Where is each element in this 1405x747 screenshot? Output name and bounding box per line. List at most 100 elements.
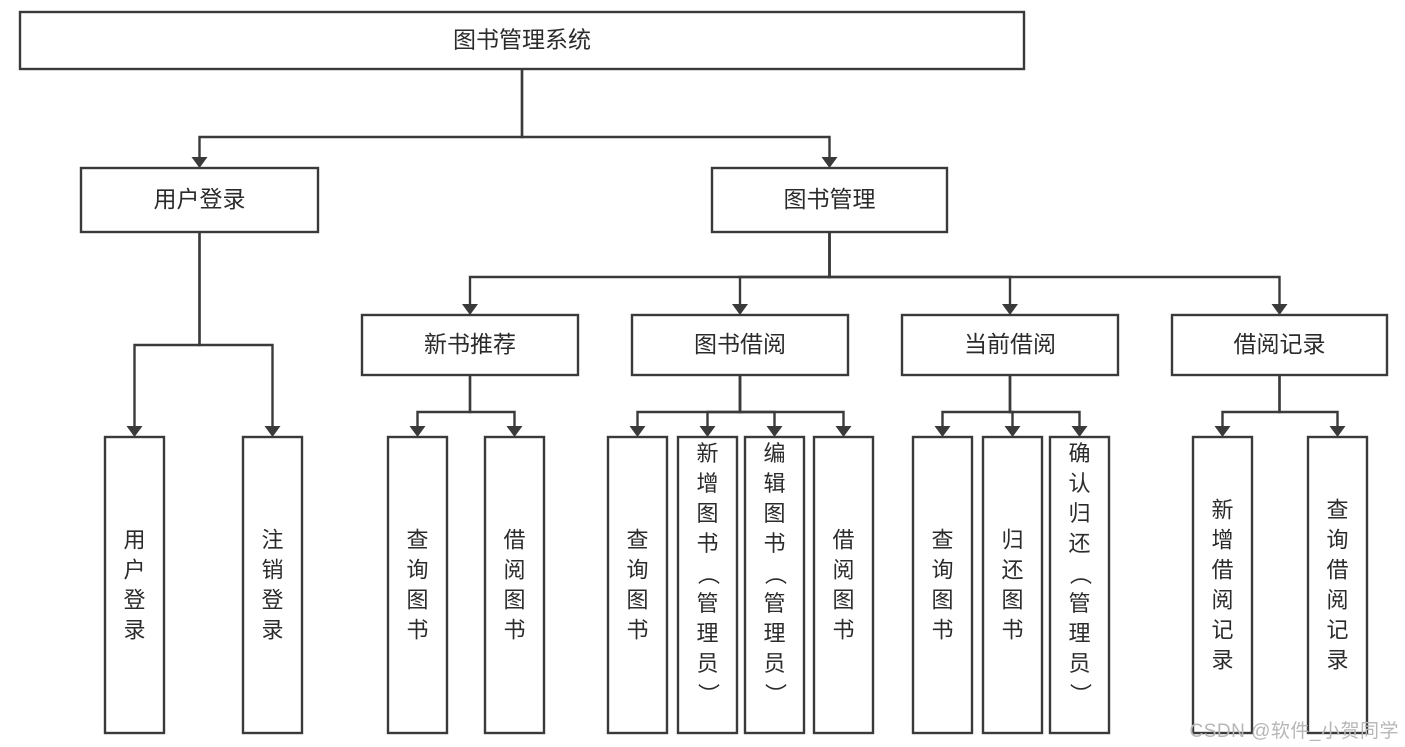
svg-text:图: 图 <box>406 588 428 613</box>
connector-layer <box>126 69 1346 437</box>
connector-line <box>738 375 845 426</box>
svg-text:图: 图 <box>503 588 525 613</box>
level2-node-用户登录[interactable]: 用户登录 <box>79 166 320 234</box>
arrow-head <box>462 304 478 315</box>
svg-text:图: 图 <box>832 588 854 613</box>
svg-text:借: 借 <box>1211 558 1233 583</box>
svg-text:书: 书 <box>1001 618 1023 643</box>
svg-text:书: 书 <box>406 618 428 643</box>
svg-text:书: 书 <box>503 618 525 643</box>
leaf-box <box>1306 435 1369 735</box>
svg-text:询: 询 <box>1326 528 1348 553</box>
svg-text:书: 书 <box>626 618 648 643</box>
svg-text:理: 理 <box>763 621 785 646</box>
svg-text:录: 录 <box>1326 648 1348 673</box>
svg-text:书: 书 <box>763 531 785 556</box>
node-label: 图书管理系统 <box>453 27 591 53</box>
svg-text:录: 录 <box>1211 648 1233 673</box>
arrow-head <box>629 426 646 437</box>
leaf-box <box>483 435 546 735</box>
leaf-node-用户登录[interactable]: 用户登录 <box>103 435 166 735</box>
svg-text:新: 新 <box>1211 498 1233 523</box>
svg-text:图: 图 <box>763 501 785 526</box>
arrow-head <box>1071 426 1088 437</box>
level3-node-借阅记录[interactable]: 借阅记录 <box>1170 313 1389 377</box>
svg-text:认: 认 <box>1068 471 1090 496</box>
svg-text:管: 管 <box>696 591 718 616</box>
svg-text:书: 书 <box>931 618 953 643</box>
arrow-head <box>409 426 426 437</box>
svg-text:）: ） <box>763 683 788 705</box>
node-label: 图书借阅 <box>694 331 786 357</box>
connector-line <box>520 69 831 157</box>
svg-text:图: 图 <box>626 588 648 613</box>
svg-text:增: 增 <box>696 471 718 496</box>
arrow-head <box>506 426 523 437</box>
node-label: 用户登录 <box>154 186 246 212</box>
svg-text:销: 销 <box>261 558 283 583</box>
svg-text:借: 借 <box>1326 558 1348 583</box>
node-box <box>630 313 850 377</box>
svg-text:管: 管 <box>1068 591 1090 616</box>
leaf-box <box>676 435 739 735</box>
svg-text:阅: 阅 <box>503 558 525 583</box>
svg-text:图: 图 <box>1001 588 1023 613</box>
arrow-head <box>934 426 951 437</box>
svg-text:用: 用 <box>123 528 145 553</box>
svg-text:录: 录 <box>123 618 145 643</box>
connector-line <box>198 232 274 426</box>
level3-node-新书推荐[interactable]: 新书推荐 <box>360 313 580 377</box>
svg-text:辑: 辑 <box>763 471 785 496</box>
arrow-head <box>835 426 852 437</box>
svg-text:查: 查 <box>931 528 953 553</box>
arrow-head <box>264 426 281 437</box>
svg-text:还: 还 <box>1068 531 1090 556</box>
svg-text:（: （ <box>1068 563 1093 585</box>
level2-node-图书管理[interactable]: 图书管理 <box>710 166 949 234</box>
svg-text:增: 增 <box>1211 528 1233 553</box>
svg-text:员: 员 <box>763 651 785 676</box>
node-label: 新书推荐 <box>424 331 516 357</box>
connector-line <box>416 375 472 426</box>
level3-node-图书借阅[interactable]: 图书借阅 <box>630 313 850 377</box>
connector-line <box>1278 375 1339 426</box>
svg-text:编: 编 <box>763 441 785 466</box>
svg-text:户: 户 <box>123 558 145 583</box>
arrow-head <box>126 426 143 437</box>
svg-text:登: 登 <box>261 588 283 613</box>
node-box <box>18 10 1026 71</box>
level3-node-当前借阅[interactable]: 当前借阅 <box>900 313 1120 377</box>
svg-text:借: 借 <box>832 528 854 553</box>
connector-line <box>1221 375 1281 426</box>
root-node-图书管理系统[interactable]: 图书管理系统 <box>18 10 1026 71</box>
connector-line <box>468 232 831 304</box>
svg-text:员: 员 <box>1068 651 1090 676</box>
connector-line <box>828 232 1012 304</box>
svg-text:归: 归 <box>1068 501 1090 526</box>
svg-text:阅: 阅 <box>832 558 854 583</box>
connector-line <box>636 375 742 426</box>
arrow-head <box>1002 304 1018 315</box>
